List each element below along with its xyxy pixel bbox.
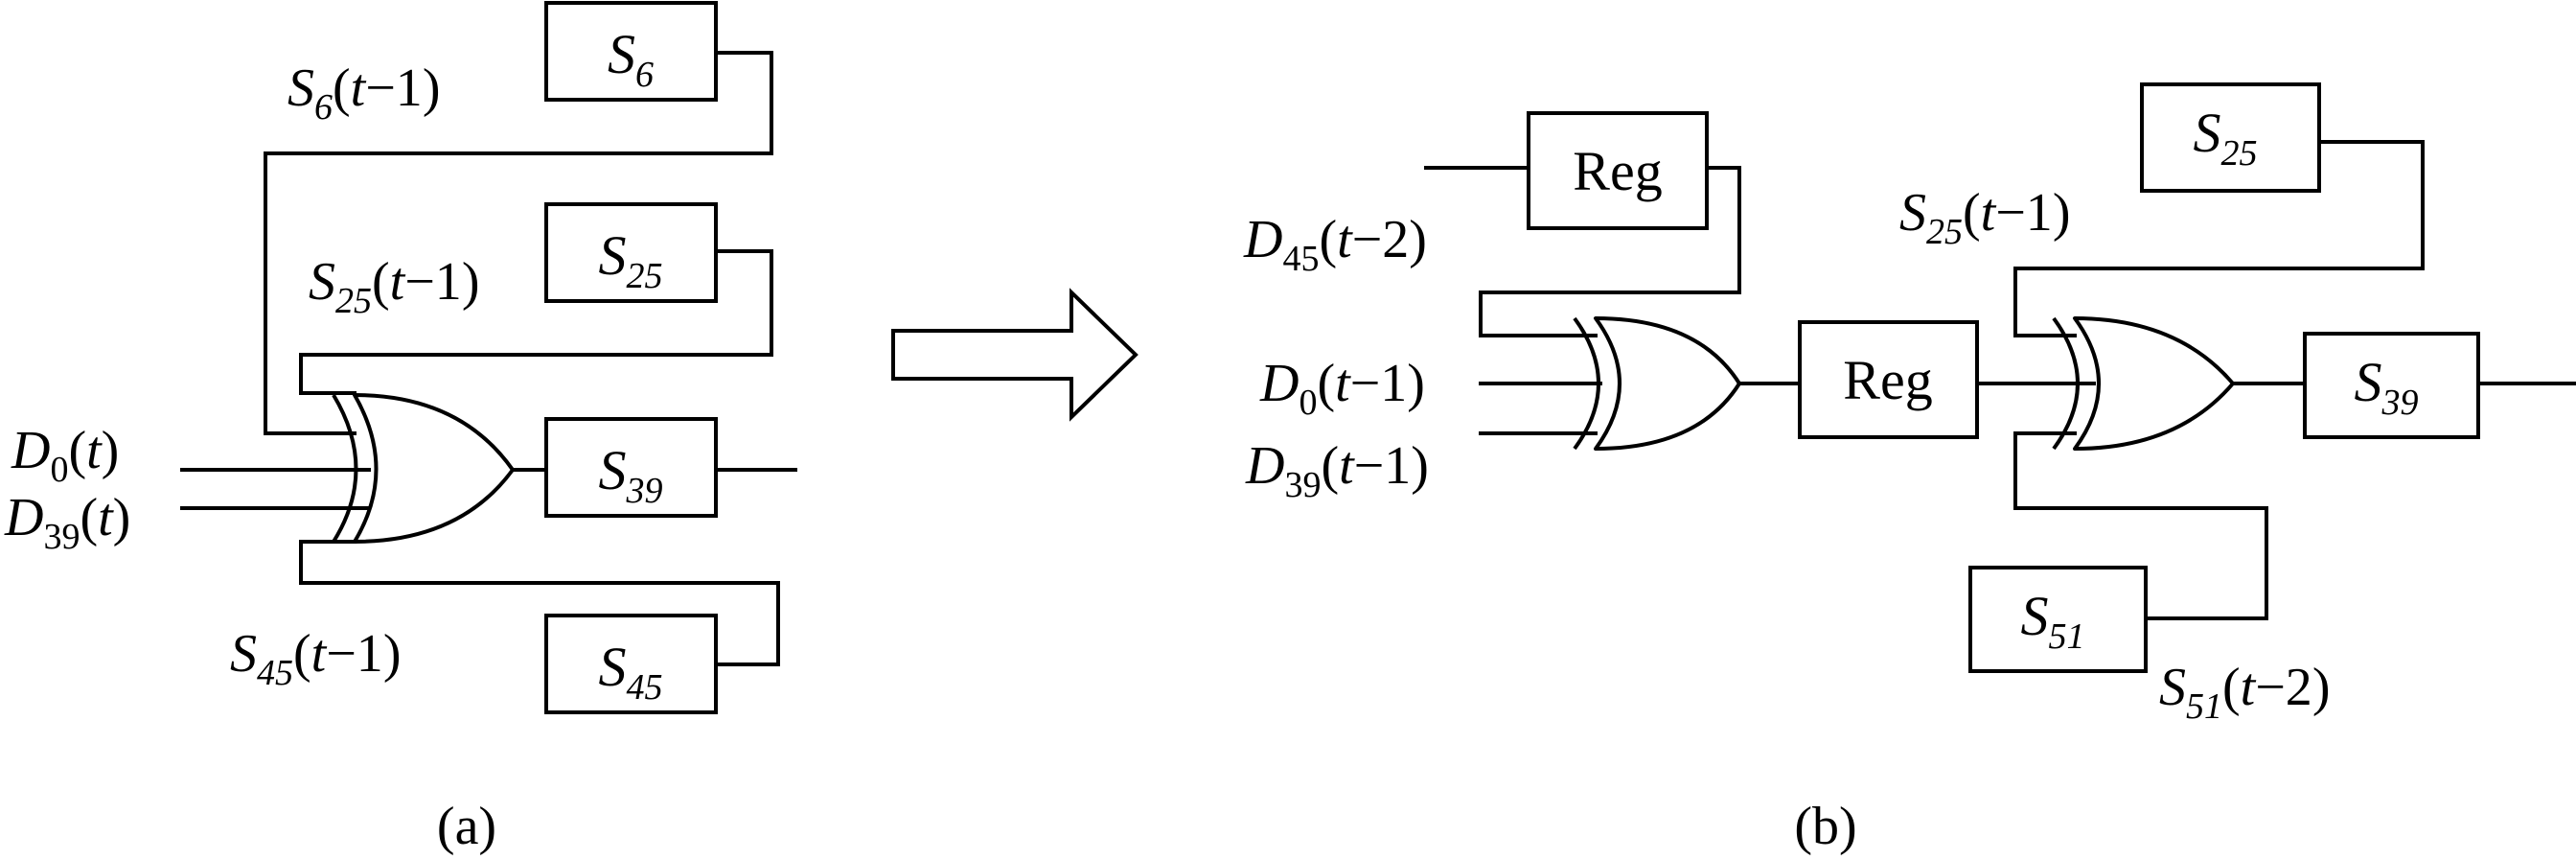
- box-s39-b: [2303, 332, 2480, 439]
- box-s45-label: S45: [599, 636, 663, 708]
- wire-s51-b-feedback: [2013, 431, 2268, 620]
- label-s51-b-prev2: S51(t−2): [2159, 658, 2330, 727]
- box-s51-b: [1968, 566, 2148, 673]
- transform-arrow-icon: [891, 288, 1138, 422]
- wire-s6-feedback: [264, 51, 773, 435]
- box-reg-top-label: Reg: [1573, 140, 1662, 202]
- xor-gate-b-left: [1573, 316, 1741, 451]
- box-s25-b: [2140, 82, 2321, 193]
- xor-gate-b-right: [2052, 316, 2235, 451]
- box-s51-b-label: S51: [2021, 585, 2085, 657]
- label-d45-prev2: D45(t−2): [1243, 210, 1427, 279]
- label-s45-prev: S45(t−1): [230, 624, 401, 693]
- box-reg-mid-label: Reg: [1843, 349, 1932, 411]
- label-s25-b-prev: S25(t−1): [1899, 183, 2070, 252]
- wire-s25-b-feedback: [2013, 140, 2425, 337]
- box-s6-label: S6: [608, 23, 654, 95]
- panel-a: S6 S25 S39 S45 S6(t−1) S25(t−1) S45(t−1)…: [4, 1, 797, 856]
- box-s39-label: S39: [599, 439, 663, 511]
- label-d0-prev: D0(t−1): [1259, 354, 1425, 423]
- box-s39-b-label: S39: [2355, 351, 2419, 423]
- wire-s25-feedback: [299, 249, 773, 395]
- caption-b: (b): [1794, 797, 1856, 856]
- xor-gate-a: [332, 393, 515, 544]
- label-d0-t: D0(t): [11, 421, 119, 490]
- label-s25-prev: S25(t−1): [309, 252, 479, 321]
- box-reg-top: [1527, 111, 1709, 230]
- label-d39-t: D39(t): [4, 488, 130, 557]
- wire-s45-feedback: [299, 540, 780, 666]
- box-s25: [544, 202, 718, 303]
- panel-b: Reg Reg S25 S39 S51 D45(t−2) D0(t−1) D39…: [1243, 82, 2576, 856]
- label-s6-prev: S6(t−1): [288, 58, 440, 128]
- box-s39: [544, 417, 718, 518]
- label-d39-prev: D39(t−1): [1245, 436, 1429, 505]
- box-s6: [544, 1, 718, 102]
- box-s25-b-label: S25: [2194, 102, 2258, 174]
- box-s25-label: S25: [599, 224, 663, 296]
- box-reg-mid: [1798, 320, 1979, 439]
- wire-reg-top-to-xor: [1479, 166, 1741, 337]
- caption-a: (a): [437, 797, 496, 856]
